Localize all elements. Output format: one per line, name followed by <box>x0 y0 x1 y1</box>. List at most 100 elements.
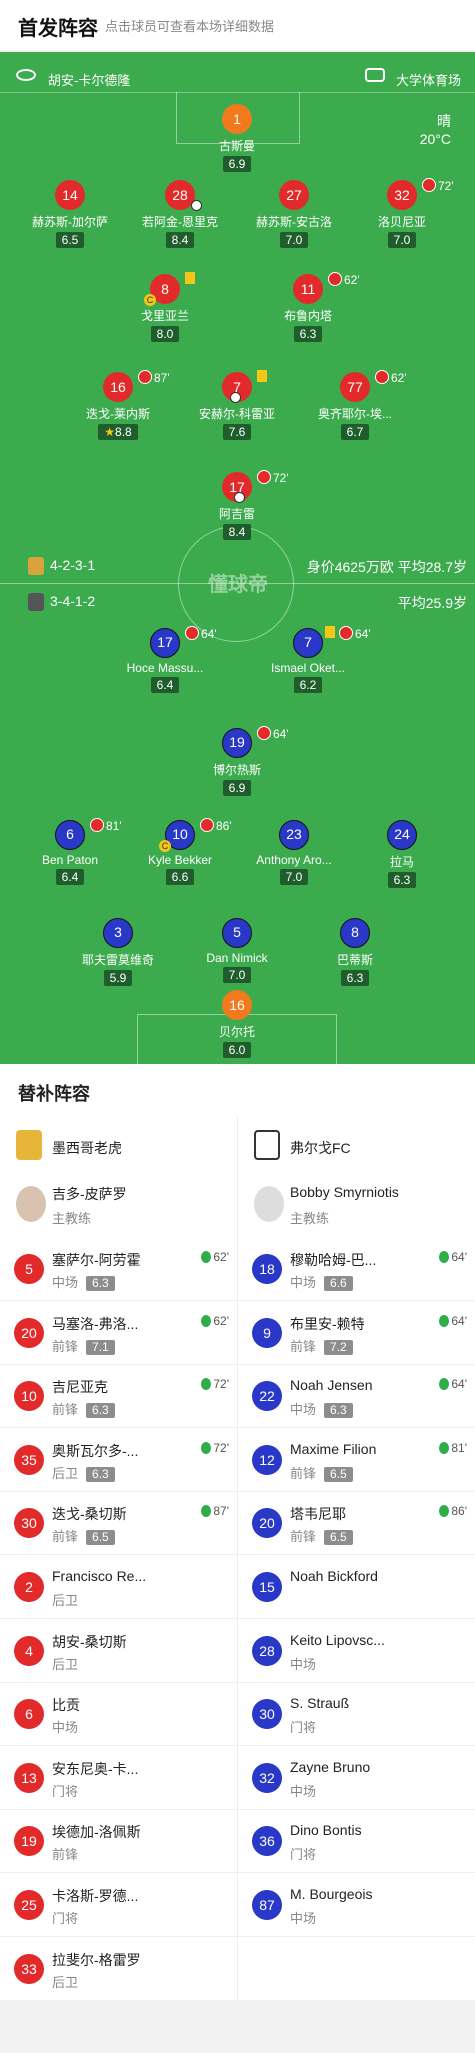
player-name: Ismael Oket... <box>270 661 346 675</box>
sub-off-icon <box>339 626 353 640</box>
sub-on-indicator: 72' <box>201 1441 229 1455</box>
jersey-number: 77 <box>340 372 370 402</box>
player-home-14[interactable]: 14 赫苏斯-加尔萨 6.5 <box>5 180 135 249</box>
away-team-info: 平均25.9岁 <box>397 595 467 611</box>
position-label: 后卫 <box>52 1974 79 1990</box>
player-position: 门将 <box>290 1717 316 1736</box>
position-label: 门将 <box>290 1847 317 1863</box>
player-position: 前锋 <box>52 1844 78 1863</box>
player-away-16[interactable]: 16 贝尔托 6.0 <box>172 990 302 1059</box>
player-home-17[interactable]: 17 72' 阿吉雷 8.4 <box>172 470 302 541</box>
sub-on-time: 87' <box>213 1504 229 1519</box>
player-away-19[interactable]: 19 64' 博尔热斯 6.9 <box>172 726 302 797</box>
position-label: 中场 <box>52 1275 79 1290</box>
player-home-1[interactable]: 1 古斯曼 6.9 <box>172 104 302 173</box>
player-rating: 6.5 <box>55 232 85 248</box>
player-away-23[interactable]: 23 Anthony Aro... 7.0 <box>229 820 359 886</box>
home-coach[interactable]: 吉多-皮萨罗 主教练 <box>0 1174 237 1238</box>
player-name: Hoce Massu... <box>126 661 204 675</box>
player-away-24[interactable]: 24 拉马 6.3 <box>337 820 467 889</box>
jersey-number: 24 <box>387 820 417 850</box>
jersey-icon <box>16 69 36 81</box>
sub-on-icon <box>439 1251 450 1263</box>
captain-icon: C <box>159 840 171 852</box>
player-name: 迭戈-桑切斯 <box>52 1506 127 1523</box>
jersey-number: 14 <box>55 180 85 210</box>
player-rating: 8.4 <box>222 524 252 540</box>
player-home-28[interactable]: 28 若阿金-恩里克 8.4 <box>115 180 245 249</box>
jersey-number: 12 <box>252 1444 282 1475</box>
sub-on-time: 81' <box>451 1440 467 1455</box>
coach-name: 吉多-皮萨罗 <box>52 1186 127 1202</box>
player-name: 塞萨尔-阿劳霍 <box>52 1252 141 1268</box>
player-rating: 6.5 <box>86 1530 115 1546</box>
player-name: 巴蒂斯 <box>336 953 373 967</box>
player-away-8[interactable]: 8 巴蒂斯 6.3 <box>290 918 420 987</box>
player-name: 耶夫雷莫维奇 <box>81 953 154 967</box>
player-rating: 6.0 <box>222 1042 252 1058</box>
jersey-number: 3 <box>103 918 133 948</box>
player-home-77[interactable]: 77 62' 奥齐耶尔-埃... 6.7 <box>290 370 420 441</box>
player-name: 迭戈-莱内斯 <box>86 407 150 421</box>
player-name: S. Strauß <box>290 1695 350 1712</box>
player-away-7[interactable]: 7 64' Ismael Oket... 6.2 <box>243 626 373 694</box>
player-name: 若阿金-恩里克 <box>142 215 218 229</box>
player-away-3[interactable]: 3 耶夫雷莫维奇 5.9 <box>53 918 183 987</box>
player-home-32[interactable]: 32 72' 洛贝尼亚 7.0 <box>337 178 467 249</box>
jersey-number: 25 <box>14 1890 44 1920</box>
player-home-16[interactable]: 16 87' 迭戈-莱内斯 ★8.8 <box>53 370 183 441</box>
player-away-6[interactable]: 6 81' Ben Paton 6.4 <box>5 818 135 886</box>
page-subtitle: 点击球员可查看本场详细数据 <box>105 19 275 34</box>
jersey-number: 1 <box>222 104 252 134</box>
sub-off-icon <box>185 626 199 640</box>
player-away-5[interactable]: 5 Dan Nimick 7.0 <box>172 918 302 984</box>
player-away-17[interactable]: 17 64' Hoce Massu... 6.4 <box>100 626 230 694</box>
player-rating: 6.6 <box>165 869 195 885</box>
player-name: 戈里亚兰 <box>140 309 189 323</box>
player-home-11[interactable]: 11 62' 布鲁内塔 6.3 <box>243 272 373 343</box>
player-rating: 6.2 <box>293 677 323 693</box>
player-position: 中场 <box>52 1717 78 1736</box>
player-home-7[interactable]: 7 安赫尔-科雷亚 7.6 <box>172 370 302 441</box>
sub-on-time: 64' <box>451 1313 467 1328</box>
column-divider <box>237 1116 238 2000</box>
position-label: 前锋 <box>52 1529 79 1545</box>
player-away-10[interactable]: 10 C 86' Kyle Bekker 6.6 <box>115 818 245 886</box>
player-home-8[interactable]: 8 C 戈里亚兰 8.0 <box>100 272 230 343</box>
away-coach[interactable]: Bobby Smyrniotis 主教练 <box>238 1174 475 1238</box>
home-team-info: 身价4625万欧 平均28.7岁 <box>306 559 467 575</box>
coach-role: 主教练 <box>290 1211 330 1226</box>
team-names-bar: 胡安-卡尔德隆 大学体育场 <box>0 62 475 93</box>
player-name: Noah Jensen <box>290 1377 373 1394</box>
sub-on-time: 72' <box>213 1440 229 1455</box>
player-home-27[interactable]: 27 赫苏斯-安古洛 7.0 <box>229 180 359 249</box>
jersey-number: 23 <box>279 820 309 850</box>
sub-off-indicator: 86' <box>200 818 232 833</box>
